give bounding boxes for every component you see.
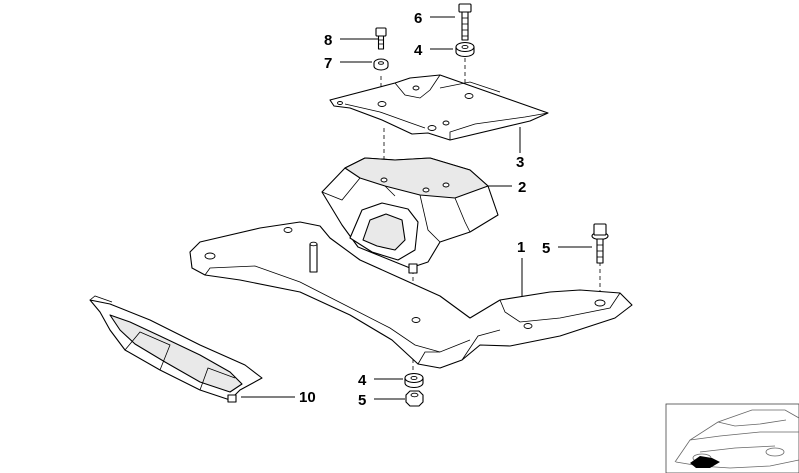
washer-lower-part-4 [404,372,424,389]
vehicle-locator-inset [665,403,799,473]
crossmember-part-1 [189,221,633,369]
callout-5: 5 [358,392,366,409]
callout-2: 2 [518,179,526,196]
flange-bolt-part-6 [591,223,609,264]
washer-upper-part-4 [455,41,475,58]
callout-7: 6 [414,10,422,27]
callout-8: 7 [324,55,332,72]
mounting-plate-part-3 [329,74,549,141]
callout-1: 1 [517,239,525,256]
location-marker [690,456,720,468]
nut-part-5 [405,390,424,407]
callout-9: 8 [324,32,332,49]
callout-4-lower: 4 [358,372,367,389]
callout-10: 10 [299,389,316,406]
callout-6: 5 [542,240,550,257]
callouts: 8 7 6 4 3 2 1 5 4 5 10 [241,10,592,409]
transmission-mount-part-2 [321,157,499,274]
bolt-long-part-7 [458,3,472,41]
callout-4-upper: 4 [414,42,423,59]
heat-shield-part-10 [89,295,263,403]
bolt-small-part-9 [375,27,387,50]
callout-3: 3 [516,154,524,171]
washer-part-8 [373,58,389,71]
